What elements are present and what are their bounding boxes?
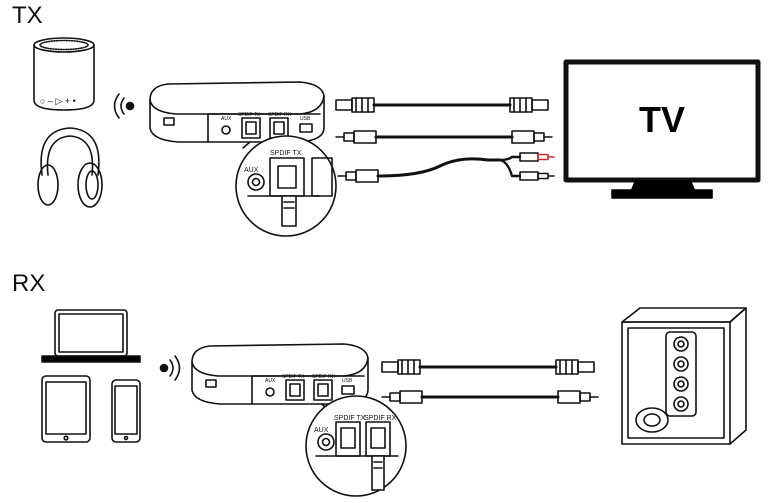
tx-zoom-aux-label: AUX [244, 167, 259, 174]
tv-icon: TV [563, 59, 761, 199]
aux-cable [335, 130, 553, 144]
rx-zoom-spdif-tx-label: SPDIF TX [334, 415, 366, 422]
tx-port-zoom-circle: AUX SPDIF TX [235, 135, 337, 237]
tv-label: TV [639, 99, 685, 140]
rx-port-aux-label: AUX [265, 378, 276, 384]
tx-port-usb-label: USB [300, 116, 311, 122]
svg-text:○ – ▷ + •: ○ – ▷ + • [40, 96, 76, 106]
bluetooth-speaker-icon: ○ – ▷ + • [33, 37, 95, 111]
rx-port-spdif-rx-label: SPDIF RX [312, 374, 336, 380]
tx-port-spdif-rx-label: SPDIF RX [268, 112, 292, 118]
aux-to-rca-cable [337, 152, 555, 183]
rx-section-label: RX [12, 270, 46, 297]
tx-port-spdif-tx-label: SPDIF TX [238, 112, 261, 118]
rx-zoom-spdif-rx-label: SPDIF RX [364, 415, 397, 422]
wireless-signal-icon [113, 93, 135, 119]
rx-receiver-device: AUX SPDIF TX SPDIF RX USB [191, 343, 369, 405]
rx-port-usb-label: USB [342, 378, 353, 384]
tx-port-aux-label: AUX [221, 116, 232, 122]
laptop-icon [41, 309, 141, 363]
optical-cable [381, 359, 595, 375]
tx-section-label: TX [12, 2, 43, 29]
headphones-icon [37, 127, 103, 208]
rx-zoom-aux-label: AUX [314, 427, 329, 434]
rx-port-spdif-tx-label: SPDIF TX [282, 374, 305, 380]
smartphone-icon [111, 379, 141, 443]
optical-cable [335, 97, 549, 113]
tablet-icon [41, 375, 91, 443]
wireless-signal-icon [159, 355, 181, 381]
tx-zoom-spdif-tx-label: SPDIF TX [270, 150, 302, 157]
bookshelf-speaker-icon [621, 307, 747, 445]
rx-port-zoom-circle: AUX SPDIF TX SPDIF RX [305, 395, 407, 497]
tx-transmitter-device: AUX SPDIF TX SPDIF RX USB [149, 81, 325, 143]
aux-cable [381, 390, 599, 404]
